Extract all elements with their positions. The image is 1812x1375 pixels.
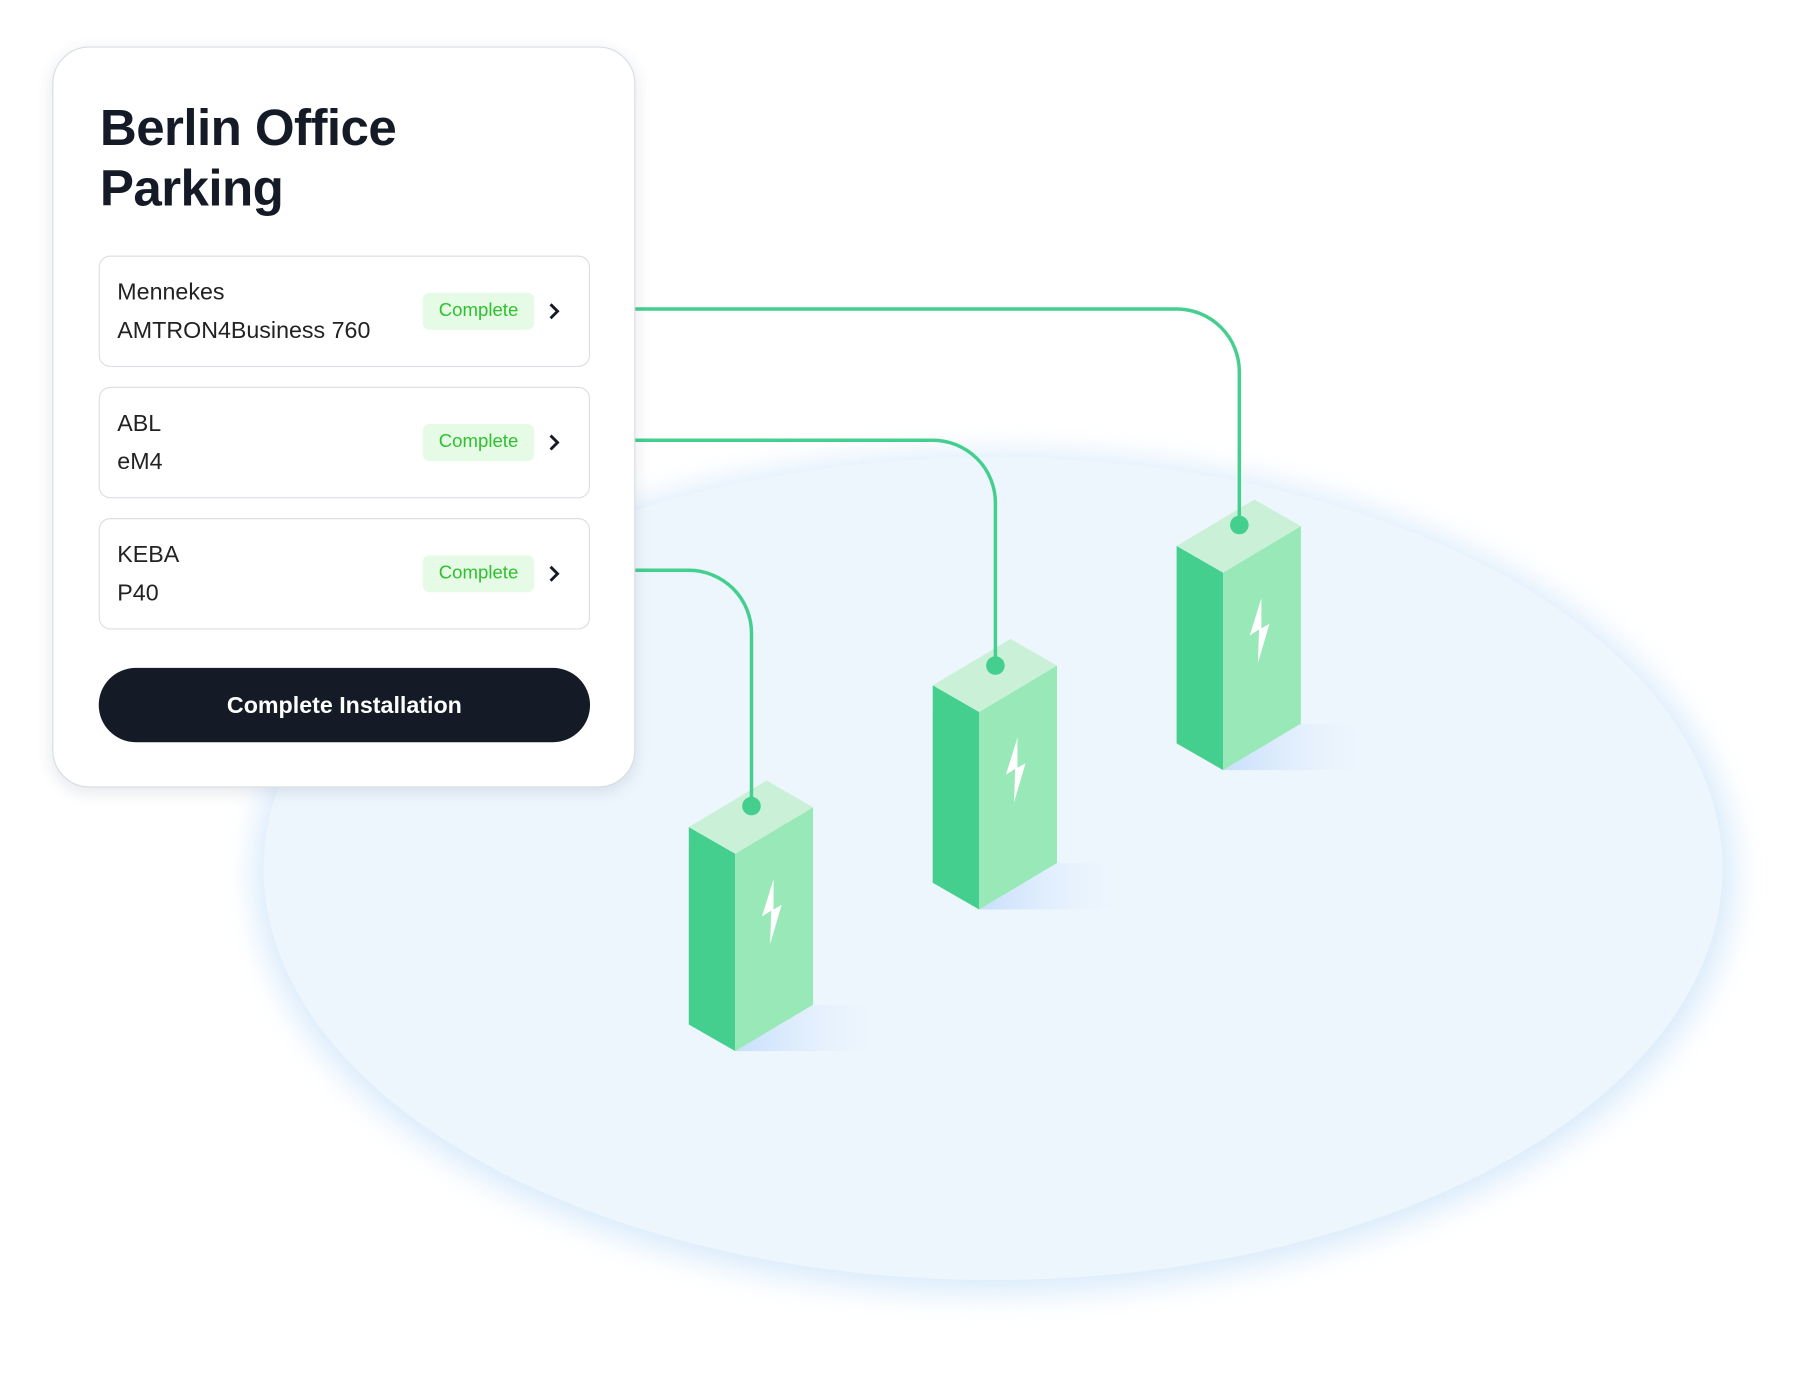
charger-top-face [1176, 499, 1301, 573]
charger-brand: Mennekes [117, 279, 225, 306]
charger-dot-3 [742, 796, 761, 816]
connector-line-2 [616, 438, 998, 666]
status-badge: Complete [422, 555, 535, 593]
status-badge: Complete [422, 423, 535, 462]
charger-brand: ABL [117, 411, 162, 437]
charger-row-abl[interactable]: ABL eM4 Complete [98, 386, 591, 499]
charger-model: eM4 [117, 449, 163, 476]
charger-shadow [735, 1004, 898, 1052]
charger-dot-1 [1230, 515, 1249, 535]
status-badge: Complete [422, 292, 535, 330]
connector-line-3 [616, 568, 754, 807]
charger-shadow [1223, 723, 1386, 771]
chevron-right-icon[interactable] [544, 558, 567, 591]
charger-1 [688, 780, 898, 1052]
charger-3 [1176, 499, 1386, 771]
charger-2 [932, 638, 1142, 910]
charger-row-mennekes[interactable]: Mennekes AMTRON4Business 760 Complete [98, 255, 591, 368]
charger-model: AMTRON4Business 760 [117, 318, 371, 344]
complete-installation-button[interactable]: Complete Installation [98, 667, 591, 743]
charger-brand: KEBA [117, 542, 180, 568]
charger-top-face [932, 638, 1057, 712]
charger-left-face [1176, 545, 1224, 771]
charger-left-face [932, 685, 980, 910]
charger-model: P40 [117, 580, 159, 607]
lightning-bolt-icon [1249, 598, 1270, 664]
charger-left-face [688, 826, 736, 1052]
charger-top-face [688, 780, 814, 854]
lightning-bolt-icon [761, 879, 782, 945]
lightning-bolt-icon [1005, 737, 1026, 803]
charger-dot-2 [986, 656, 1005, 675]
charger-shadow [979, 862, 1142, 910]
chevron-right-icon[interactable] [544, 426, 567, 459]
chevron-right-icon[interactable] [544, 295, 567, 328]
connector-line-1 [616, 307, 1242, 525]
charger-row-keba[interactable]: KEBA P40 Complete [98, 518, 591, 630]
